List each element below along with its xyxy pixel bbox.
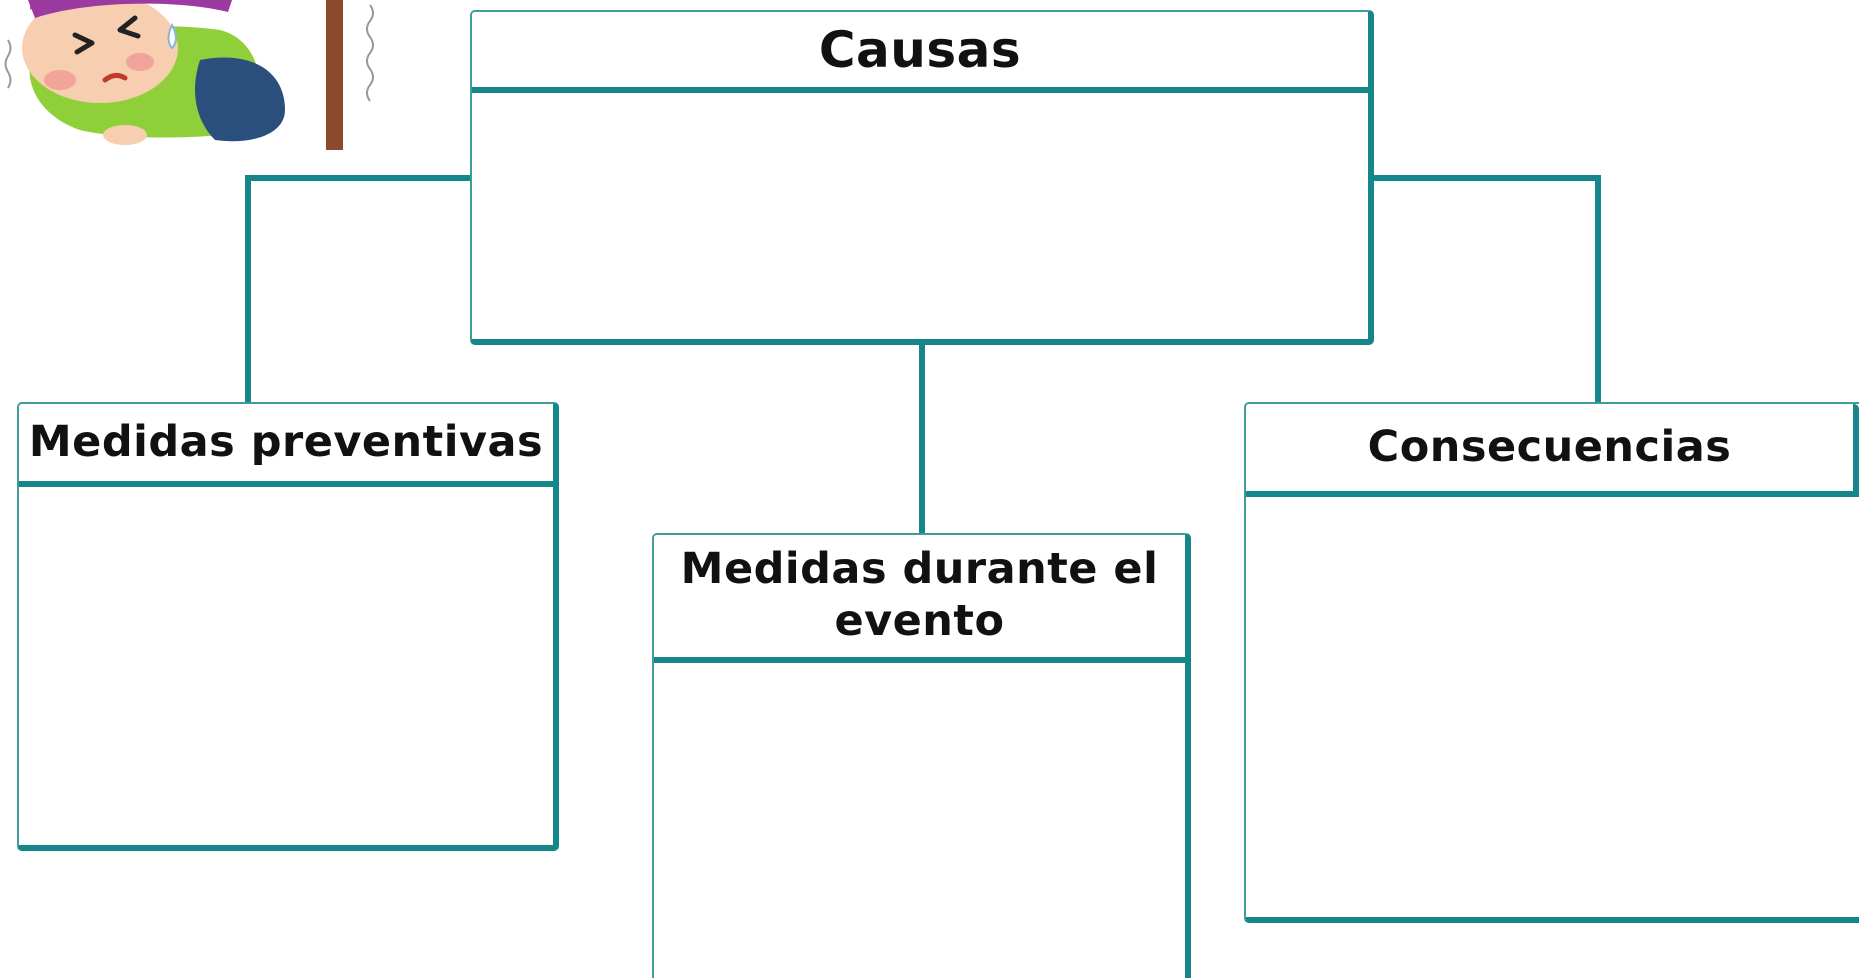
medidas-preventivas-content-area[interactable] <box>19 487 553 845</box>
connector-causas-to-consecuencias <box>1374 175 1601 402</box>
consecuencias-content-area[interactable] <box>1246 497 1859 917</box>
medidas-durante-title: Medidas durante el evento <box>654 535 1185 663</box>
medidas-durante-content-area[interactable] <box>654 663 1185 978</box>
medidas-durante-box: Medidas durante el evento <box>652 533 1191 978</box>
medidas-preventivas-title: Medidas preventivas <box>19 404 553 487</box>
medidas-preventivas-box: Medidas preventivas <box>17 402 559 851</box>
consecuencias-box: Consecuencias <box>1244 402 1859 923</box>
connector-causas-to-preventivas <box>245 175 470 402</box>
causas-content-area[interactable] <box>472 93 1368 339</box>
earthquake-scared-child-icon <box>4 0 374 150</box>
consecuencias-title: Consecuencias <box>1246 404 1859 497</box>
causas-title: Causas <box>472 12 1368 93</box>
causas-box: Causas <box>470 10 1374 345</box>
